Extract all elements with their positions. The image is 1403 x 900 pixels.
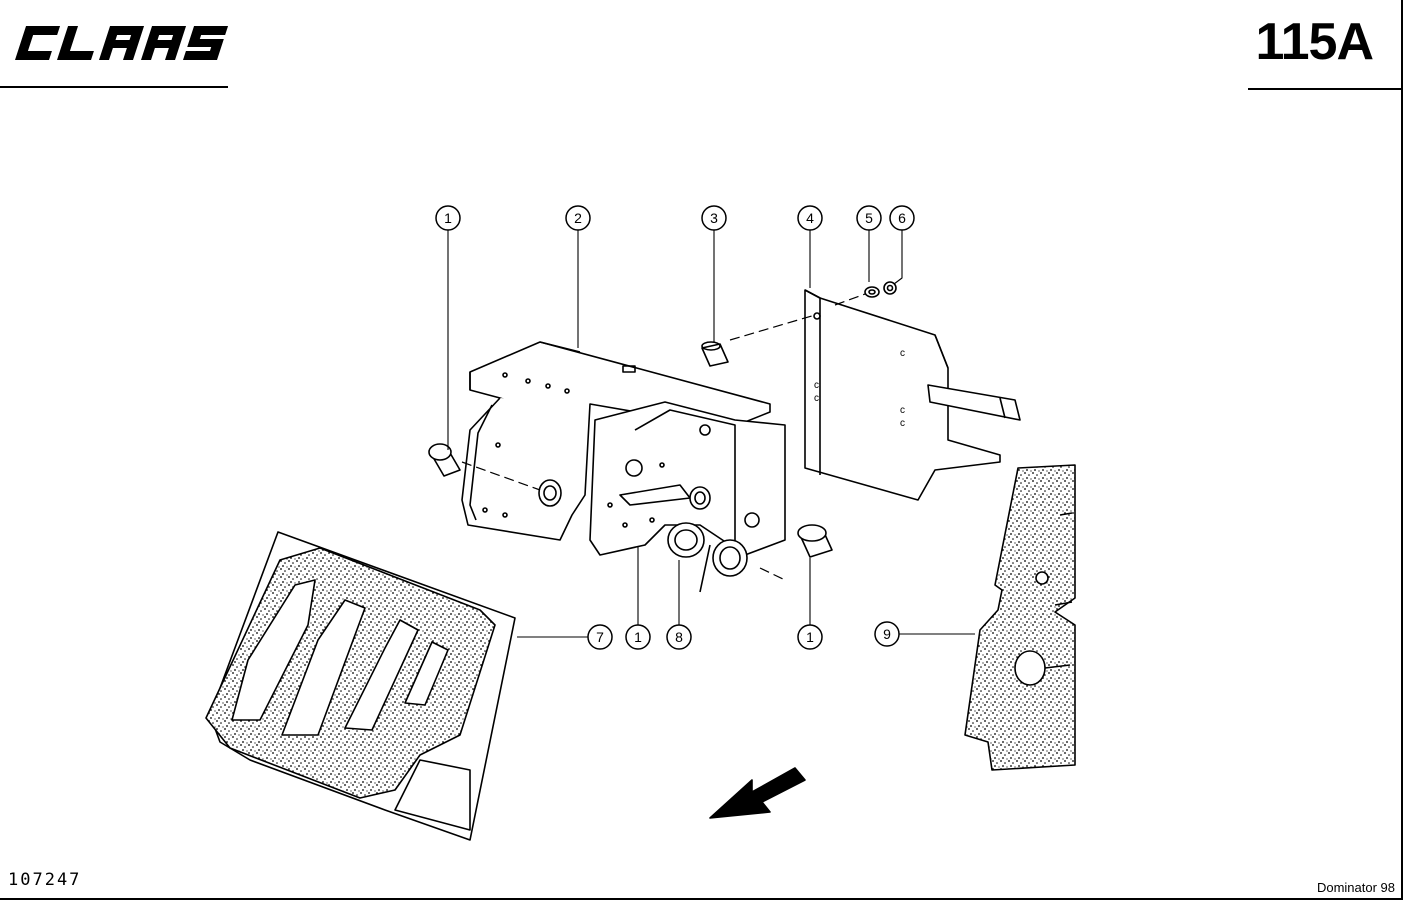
callout-label: 2	[574, 210, 582, 226]
callout-3: 3	[701, 205, 727, 231]
callout-6: 6	[889, 205, 915, 231]
callout-9: 9	[874, 621, 900, 647]
part-1-bushing-left	[428, 443, 461, 477]
callout-4: 4	[797, 205, 823, 231]
callout-label: 1	[806, 629, 814, 645]
part-4-side-panel: c c c c c	[804, 289, 1021, 501]
callout-label: 5	[865, 210, 873, 226]
part-5-washer	[864, 286, 880, 298]
svg-text:c: c	[814, 393, 819, 404]
leader-lines	[447, 230, 975, 638]
part-6-nut	[883, 281, 897, 295]
claas-logo	[10, 20, 232, 66]
callout-8: 8	[666, 624, 692, 650]
part-3-spacer	[701, 341, 729, 367]
svg-text:c: c	[900, 405, 905, 416]
callouts: 1 2 3 4 5 6 7 1	[435, 205, 915, 650]
assembly-axes	[461, 293, 866, 581]
page-number: 115A	[1255, 13, 1374, 71]
callout-1-lower-right: 1	[797, 624, 823, 650]
callout-label: 3	[710, 210, 718, 226]
callout-label: 9	[883, 626, 891, 642]
part-8-bushing	[667, 522, 748, 593]
center-plate	[589, 401, 786, 556]
svg-text:c: c	[900, 418, 905, 429]
callout-1-lower-left: 1	[625, 624, 651, 650]
callout-label: 4	[806, 210, 814, 226]
part-7-lining-panel	[205, 531, 516, 841]
part-9-pad	[964, 464, 1076, 771]
model-name: Dominator 98	[1316, 880, 1395, 895]
part-1-bushing-right	[797, 524, 833, 558]
callout-label: 1	[444, 210, 452, 226]
direction-arrow	[709, 767, 806, 819]
header-rule-left	[0, 86, 228, 88]
callout-2: 2	[565, 205, 591, 231]
header-rule-right	[1248, 88, 1403, 90]
callout-1: 1	[435, 205, 461, 231]
callout-label: 1	[634, 629, 642, 645]
callout-label: 7	[596, 629, 604, 645]
svg-text:c: c	[900, 348, 905, 359]
part-1-bushing-center	[689, 486, 711, 510]
svg-text:c: c	[814, 380, 819, 391]
callout-label: 6	[898, 210, 906, 226]
callout-7: 7	[587, 624, 613, 650]
callout-5: 5	[856, 205, 882, 231]
drawing-number: 107247	[8, 870, 82, 890]
claas-logo-mark	[15, 26, 229, 60]
bushing-plate-left	[538, 479, 562, 507]
callout-label: 8	[675, 629, 683, 645]
